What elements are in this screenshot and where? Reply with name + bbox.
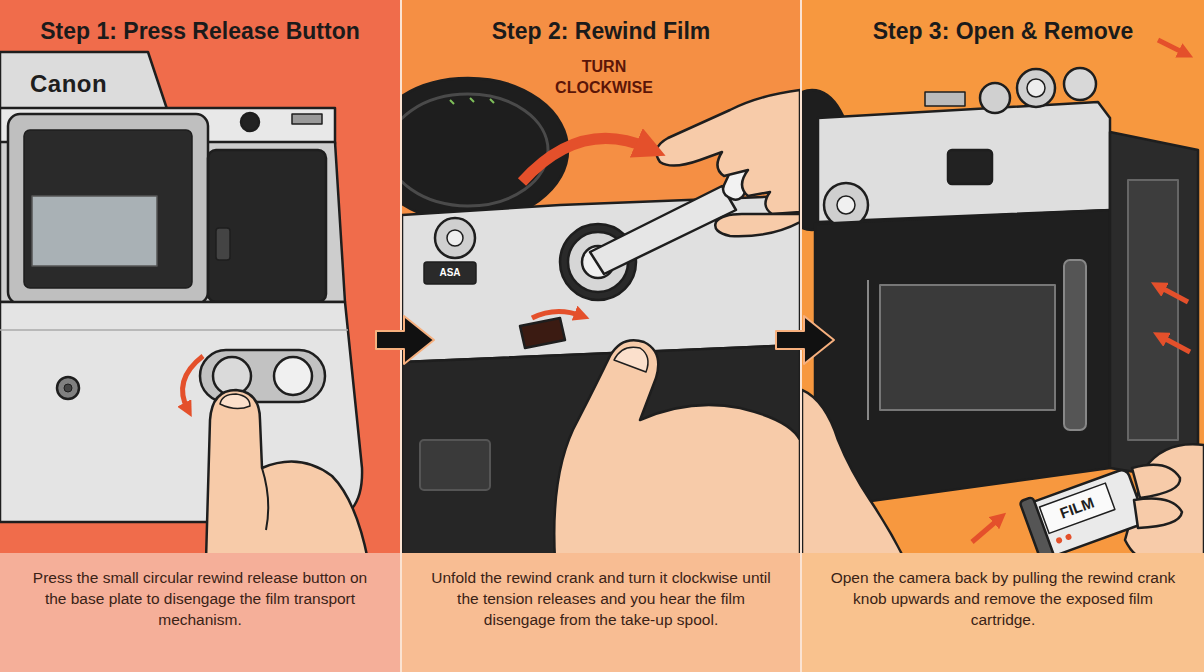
- step-caption: Press the small circular rewind release …: [0, 553, 400, 644]
- direction-arrow: [532, 311, 582, 318]
- instruction-label: TURN CLOCKWISE: [548, 56, 660, 98]
- camera-front-view: [32, 196, 157, 266]
- holding-hand: [1132, 465, 1182, 528]
- camera-top-view: [447, 230, 463, 246]
- direction-arrow: [972, 40, 1190, 542]
- camera-top-view: [520, 318, 565, 348]
- camera-front-view: [200, 350, 325, 402]
- brand-label: Canon: [30, 70, 142, 98]
- camera-back-view: [880, 285, 1055, 410]
- camera-back-view: [948, 150, 992, 184]
- direction-arrow: [183, 356, 203, 410]
- holding-hand: [1125, 444, 1204, 560]
- camera-back-view: [867, 280, 869, 420]
- film-cartridge: [1040, 483, 1115, 533]
- caption-band: Unfold the rewind crank and turn it cloc…: [402, 553, 800, 672]
- step-heading: Step 2: Rewind Film: [402, 16, 800, 46]
- camera-top-view: [402, 78, 800, 560]
- cranking-hand: [554, 90, 800, 560]
- camera-front-view: [241, 113, 259, 131]
- film-cartridge: [1019, 463, 1148, 565]
- camera-back-view: [980, 83, 1010, 113]
- holding-hand: [1132, 465, 1180, 498]
- step-arrow: [376, 316, 434, 364]
- step-caption: Open the camera back by pulling the rewi…: [802, 553, 1204, 644]
- camera-top-view: [402, 196, 800, 362]
- cartridge-label: FILM: [1041, 488, 1113, 529]
- panel-ground: [802, 0, 1204, 672]
- camera-back-view: [1128, 180, 1178, 440]
- direction-arrow: [183, 356, 203, 410]
- dial-label: ASA: [424, 265, 476, 281]
- caption-band: Open the camera back by pulling the rewi…: [802, 553, 1204, 672]
- pressing-hand: [206, 390, 368, 560]
- camera-front-view: [0, 52, 362, 522]
- camera-front-view: [8, 114, 208, 304]
- holding-hand: [802, 390, 1204, 560]
- camera-top-view: [424, 262, 476, 284]
- camera-top-view: [590, 186, 736, 274]
- camera-top-view: [420, 440, 490, 490]
- camera-back-view: [1064, 68, 1096, 100]
- camera-back-view: [1110, 132, 1198, 482]
- camera-front-view: [216, 228, 230, 260]
- panel-ground: [0, 0, 400, 672]
- film-cartridge: [1065, 533, 1073, 541]
- camera-top-view: [402, 78, 568, 222]
- film-cartridge: [1055, 537, 1063, 545]
- step-arrow: [776, 316, 834, 364]
- step-panel: Step 3: Open & RemoveOpen the camera bac…: [802, 0, 1204, 672]
- camera-front-view: [208, 150, 326, 302]
- step-panel: Step 1: Press Release ButtonPress the sm…: [0, 0, 400, 672]
- pressing-hand: [220, 394, 250, 409]
- camera-back-view: [802, 68, 1198, 505]
- direction-arrow: [1160, 336, 1190, 352]
- camera-front-view: [0, 329, 348, 331]
- camera-back-view: [1027, 79, 1045, 97]
- step-caption: Unfold the rewind crank and turn it cloc…: [402, 553, 800, 644]
- camera-front-view: [57, 377, 79, 399]
- direction-arrow: [1158, 40, 1186, 54]
- caption-band: Press the small circular rewind release …: [0, 553, 400, 672]
- cranking-hand: [715, 214, 800, 236]
- camera-back-view: [837, 196, 855, 214]
- camera-back-view: [1017, 69, 1055, 107]
- cranking-hand: [656, 90, 800, 214]
- cranking-hand: [614, 347, 648, 372]
- step-heading: Step 3: Open & Remove: [802, 16, 1204, 46]
- camera-top-view: [435, 218, 475, 258]
- holding-hand: [1134, 499, 1182, 529]
- camera-front-view: [64, 384, 72, 392]
- holding-hand: [802, 390, 905, 560]
- camera-back-view: [824, 183, 868, 227]
- camera-back-view: [815, 210, 1110, 505]
- camera-front-view: [24, 130, 192, 288]
- direction-arrow: [1158, 286, 1188, 302]
- camera-back-view: [925, 92, 965, 106]
- pressing-hand: [206, 390, 368, 560]
- direction-arrow: [522, 138, 648, 318]
- cranking-hand: [554, 340, 800, 560]
- direction-arrow: [972, 518, 1000, 542]
- camera-top-view: [450, 98, 494, 104]
- camera-front-view: [274, 357, 312, 395]
- direction-arrow: [522, 138, 648, 182]
- pressing-hand: [262, 468, 268, 530]
- step-heading: Step 1: Press Release Button: [0, 16, 400, 46]
- camera-front-view: [0, 52, 168, 112]
- step-panel: Step 2: Rewind FilmUnfold the rewind cra…: [402, 0, 800, 672]
- camera-back-view: [1064, 260, 1086, 430]
- camera-top-view: [402, 94, 548, 206]
- camera-front-view: [292, 114, 322, 124]
